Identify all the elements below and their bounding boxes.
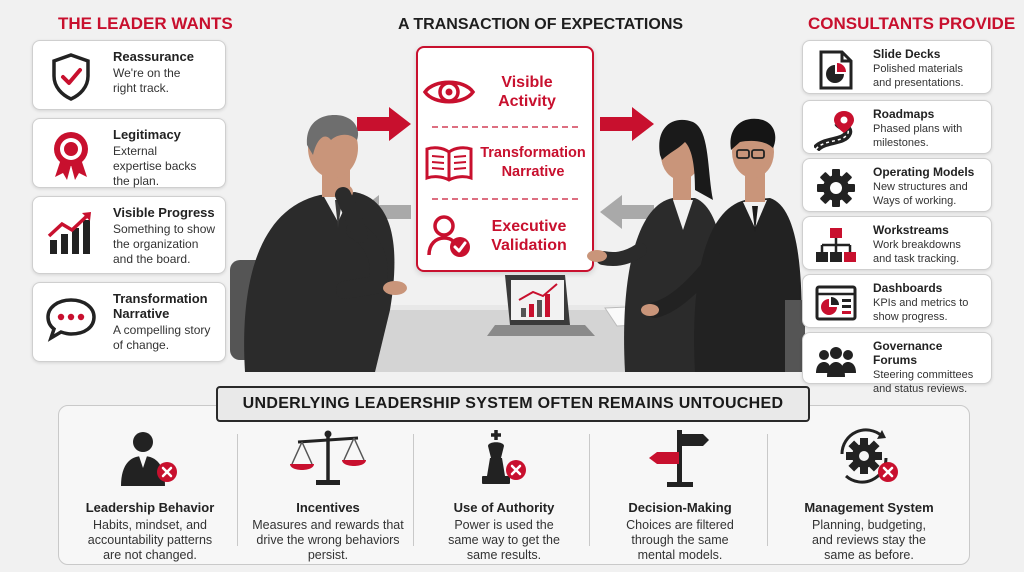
column-divider [413,434,414,546]
meeting-illustration [230,115,805,372]
center-item-label: Executive Validation [491,218,567,254]
untouched-item: Use of Authority Power is used the same … [415,424,593,563]
user-check-icon [418,214,480,258]
transaction-heading: A TRANSACTION OF EXPECTATIONS [398,16,684,33]
speech-bubble-icon [43,291,99,347]
gear-cycle-icon [769,424,969,488]
card-desc: A compelling story of change. [113,323,211,352]
center-item: Visible Activity [418,62,592,122]
dashed-divider [432,126,578,128]
card-desc: Work breakdowns and task tracking. [873,239,961,265]
column-divider [237,434,238,546]
untouched-banner: UNDERLYING LEADERSHIP SYSTEM OFTEN REMAI… [216,386,810,422]
center-item-label: Transformation Narrative [480,145,586,180]
column-divider [767,434,768,546]
column-divider [589,434,590,546]
expectations-box: Visible Activity Transformation Narrativ… [416,46,594,272]
untouched-item: Management System Planning, budgeting, a… [769,424,969,563]
card-title: Operating Models [873,165,975,179]
leader-wants-heading: THE LEADER WANTS [58,14,233,33]
document-chart-icon [811,47,861,93]
chess-king-icon [415,424,593,488]
road-pin-icon [811,107,861,153]
card-title: Legitimacy [113,127,181,142]
center-item: Executive Validation [418,206,592,266]
open-book-icon [418,144,480,182]
arrow-right-red-icon [357,107,411,141]
card-desc: New structures and Ways of working. [873,181,968,207]
card-title: Governance Forums [873,339,943,367]
untouched-title: Decision-Making [628,500,732,515]
eye-icon [418,74,480,110]
scales-icon [239,424,417,488]
card-desc: Something to show the organization and t… [113,222,216,266]
signpost-icon [591,424,769,488]
untouched-title: Use of Authority [453,500,555,515]
card-desc: External expertise backs the plan. [113,144,197,188]
arrow-left-gray-icon [600,195,654,229]
card-title: Reassurance [113,49,194,64]
leader-silhouette-icon [61,424,239,488]
card-title: Dashboards [873,281,943,295]
shield-check-icon [43,49,99,105]
untouched-title: Incentives [296,500,360,515]
card-desc: We're on the right track. [113,66,181,95]
card-title: Slide Decks [873,47,941,61]
card-title: Transformation Narrative [113,291,208,321]
untouched-desc: Habits, mindset, and accountability patt… [87,518,213,562]
card-title: Roadmaps [873,107,935,121]
award-ribbon-icon [43,127,99,183]
card-desc: KPIs and metrics to show progress. [873,297,969,323]
untouched-title: Leadership Behavior [85,500,215,515]
untouched-item: Leadership Behavior Habits, mindset, and… [61,424,239,563]
gear-icon [811,165,861,211]
card-desc: Phased plans with milestones. [873,123,963,149]
untouched-desc: Choices are filtered through the same me… [626,518,734,562]
untouched-system-panel: Leadership Behavior Habits, mindset, and… [58,405,970,565]
consultants-provide-heading: CONSULTANTS PROVIDE [808,14,1016,33]
arrow-right-red-icon [600,107,654,141]
center-item-label: Visible Activity [498,74,556,110]
card-title: Visible Progress [113,205,215,220]
growth-chart-icon [43,205,99,261]
untouched-item: Incentives Measures and rewards that dri… [239,424,417,563]
dashed-divider [432,198,578,200]
untouched-desc: Measures and rewards that drive the wron… [252,518,404,562]
untouched-item: Decision-Making Choices are filtered thr… [591,424,769,563]
dashboard-icon [811,281,861,327]
untouched-title: Management System [804,500,934,515]
card-title: Workstreams [873,223,949,237]
group-icon [811,339,861,385]
untouched-desc: Power is used the same way to get the sa… [448,518,560,562]
hierarchy-icon [811,223,861,269]
card-desc: Polished materials and presentations. [873,63,964,89]
card-desc: Steering committees and status reviews. [873,369,974,395]
center-item: Transformation Narrative [418,134,592,192]
untouched-desc: Planning, budgeting, and reviews stay th… [812,518,926,562]
